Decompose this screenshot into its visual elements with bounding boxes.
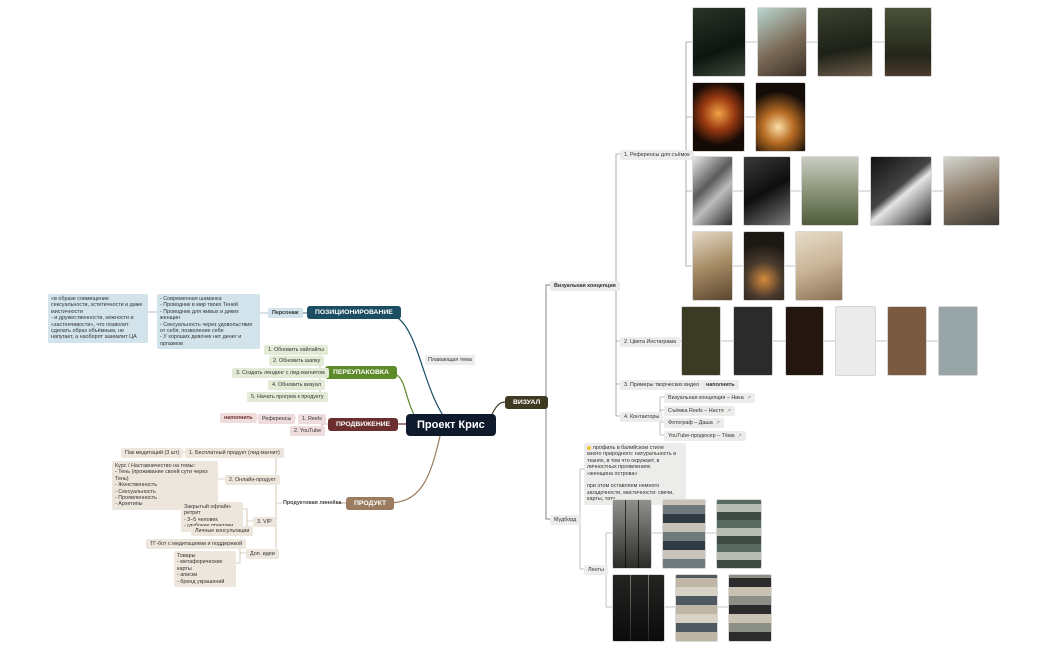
feed-thumbnail[interactable] (675, 574, 718, 642)
contact-1-label: Визуальная концепция – Ника (668, 395, 744, 401)
product-vip[interactable]: 3. VIP (253, 517, 276, 527)
contact-2-label: Съёмка Reels – Настя (668, 408, 724, 414)
contact-1[interactable]: Визуальная концепция – Ника↗ (664, 393, 755, 403)
ref-photo[interactable] (692, 231, 733, 301)
ref-photo[interactable] (755, 82, 806, 152)
visual-concept[interactable]: Визуальная концепция (550, 281, 620, 291)
promo-item-youtube[interactable]: 2. YouTube (290, 426, 326, 436)
visual-contractors[interactable]: 4. Контакторы (620, 412, 664, 422)
feed-thumbnail[interactable] (612, 574, 665, 642)
root-topic[interactable]: Проект Крис (406, 414, 496, 436)
ref-photo[interactable] (743, 156, 791, 226)
visual-colors[interactable]: 2. Цвета Инстаграма (620, 337, 681, 347)
external-link-icon: ↗ (737, 433, 742, 439)
moodboard-notes[interactable]: профиль в балийском стиле много природно… (584, 443, 686, 505)
contact-4[interactable]: YouTube-продюсер – Тёма↗ (664, 431, 746, 441)
ref-photo[interactable] (743, 231, 785, 301)
moodboard-feeds[interactable]: Ленты (584, 565, 608, 575)
product-online-note[interactable]: Курс / Наставничество на темы: - Тень (п… (112, 461, 218, 510)
branch-visual[interactable]: ВИЗУАЛ (505, 396, 549, 409)
branch-promo[interactable]: ПРОДВИЖЕНИЕ (328, 418, 399, 431)
feed-thumbnail[interactable] (716, 499, 762, 569)
visual-examples-tag[interactable]: наполнить (702, 380, 739, 390)
persona-node[interactable]: Персонаж (268, 308, 303, 318)
product-free-note[interactable]: Пак медитаций (3 шт) (121, 448, 184, 458)
contact-3[interactable]: Фотограф – Даша↗ (664, 418, 724, 428)
persona-details[interactable]: - Современная шаманка - Проводник в мир … (157, 294, 260, 350)
product-extra-1[interactable]: ТГ-бот с медитациями и поддержкой (146, 539, 247, 549)
visual-refs[interactable]: 1. Референсы для съёмок (620, 150, 694, 160)
ref-photo[interactable] (692, 7, 746, 77)
ref-photo[interactable] (692, 156, 733, 226)
external-link-icon: ↗ (715, 420, 720, 426)
product-line-label[interactable]: Продуктовая линейка (283, 500, 342, 506)
product-online[interactable]: 2. Онлайн-продукт (225, 475, 280, 485)
floating-topic[interactable]: Плавающая тема (425, 355, 475, 366)
positioning-note[interactable]: «в образе совмещение сексуальности, эсте… (48, 294, 148, 343)
product-extra-2[interactable]: Товары - метафорические карты - аписки -… (174, 551, 236, 588)
repack-item-2[interactable]: 2. Обновить шапку (269, 356, 325, 366)
color-swatch[interactable] (887, 306, 927, 376)
bulb-icon (587, 445, 591, 450)
ref-photo[interactable] (884, 7, 932, 77)
ref-photo[interactable] (817, 7, 873, 77)
feed-thumbnail[interactable] (662, 499, 706, 569)
repack-item-1[interactable]: 1. Обновить хайлайты (264, 345, 329, 355)
color-swatch[interactable] (681, 306, 721, 376)
repack-item-5[interactable]: 5. Начать прогрев к продукту (247, 392, 328, 402)
contact-3-label: Фотограф – Даша (668, 420, 713, 426)
color-swatch[interactable] (785, 306, 824, 376)
product-vip-extra[interactable]: Личные консультации (191, 526, 254, 536)
promo-refs[interactable]: Референсы (258, 414, 296, 424)
feed-thumbnail[interactable] (612, 499, 652, 569)
moodboard-notes-text: профиль в балийском стиле много природно… (587, 445, 677, 503)
repack-item-4[interactable]: 4. Обновить визуал (268, 380, 325, 390)
repack-item-3[interactable]: 3. Создать лендинг с лид-магнитом (232, 368, 329, 378)
branch-repack[interactable]: ПЕРЕУПАКОВКА (325, 366, 397, 379)
color-swatch[interactable] (938, 306, 978, 376)
visual-examples[interactable]: 3. Примеры творческих видео (620, 380, 704, 390)
branch-product[interactable]: ПРОДУКТ (346, 497, 395, 510)
ref-photo[interactable] (757, 7, 807, 77)
ref-photo[interactable] (943, 156, 1000, 226)
external-link-icon: ↗ (746, 395, 751, 401)
ref-photo[interactable] (870, 156, 932, 226)
branch-positioning[interactable]: ПОЗИЦИОНИРОВАНИЕ (307, 306, 401, 319)
ref-photo[interactable] (692, 82, 745, 152)
contact-2[interactable]: Съёмка Reels – Настя↗ (664, 406, 735, 416)
visual-moodboard[interactable]: Мудборд (550, 515, 581, 525)
contact-4-label: YouTube-продюсер – Тёма (668, 433, 735, 439)
ref-photo[interactable] (795, 231, 843, 301)
product-extra-ideas[interactable]: Доп. идеи (246, 549, 279, 559)
color-swatch[interactable] (733, 306, 773, 376)
promo-fill-tag[interactable]: наполнить (220, 413, 257, 423)
external-link-icon: ↗ (726, 408, 731, 414)
promo-item-reels[interactable]: 1. Reels (298, 414, 326, 424)
color-swatch[interactable] (835, 306, 876, 376)
feed-thumbnail[interactable] (728, 574, 772, 642)
product-free[interactable]: 1. Бесплатный продукт (лид-магнит) (185, 448, 284, 458)
ref-photo[interactable] (801, 156, 859, 226)
